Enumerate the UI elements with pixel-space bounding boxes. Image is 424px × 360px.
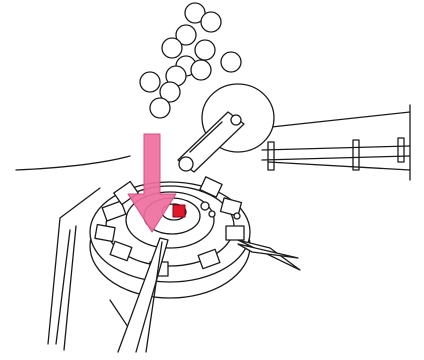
red-component (173, 205, 185, 217)
feed-rods (262, 105, 410, 180)
pivot-arm (178, 84, 274, 172)
left-cable (16, 156, 130, 170)
